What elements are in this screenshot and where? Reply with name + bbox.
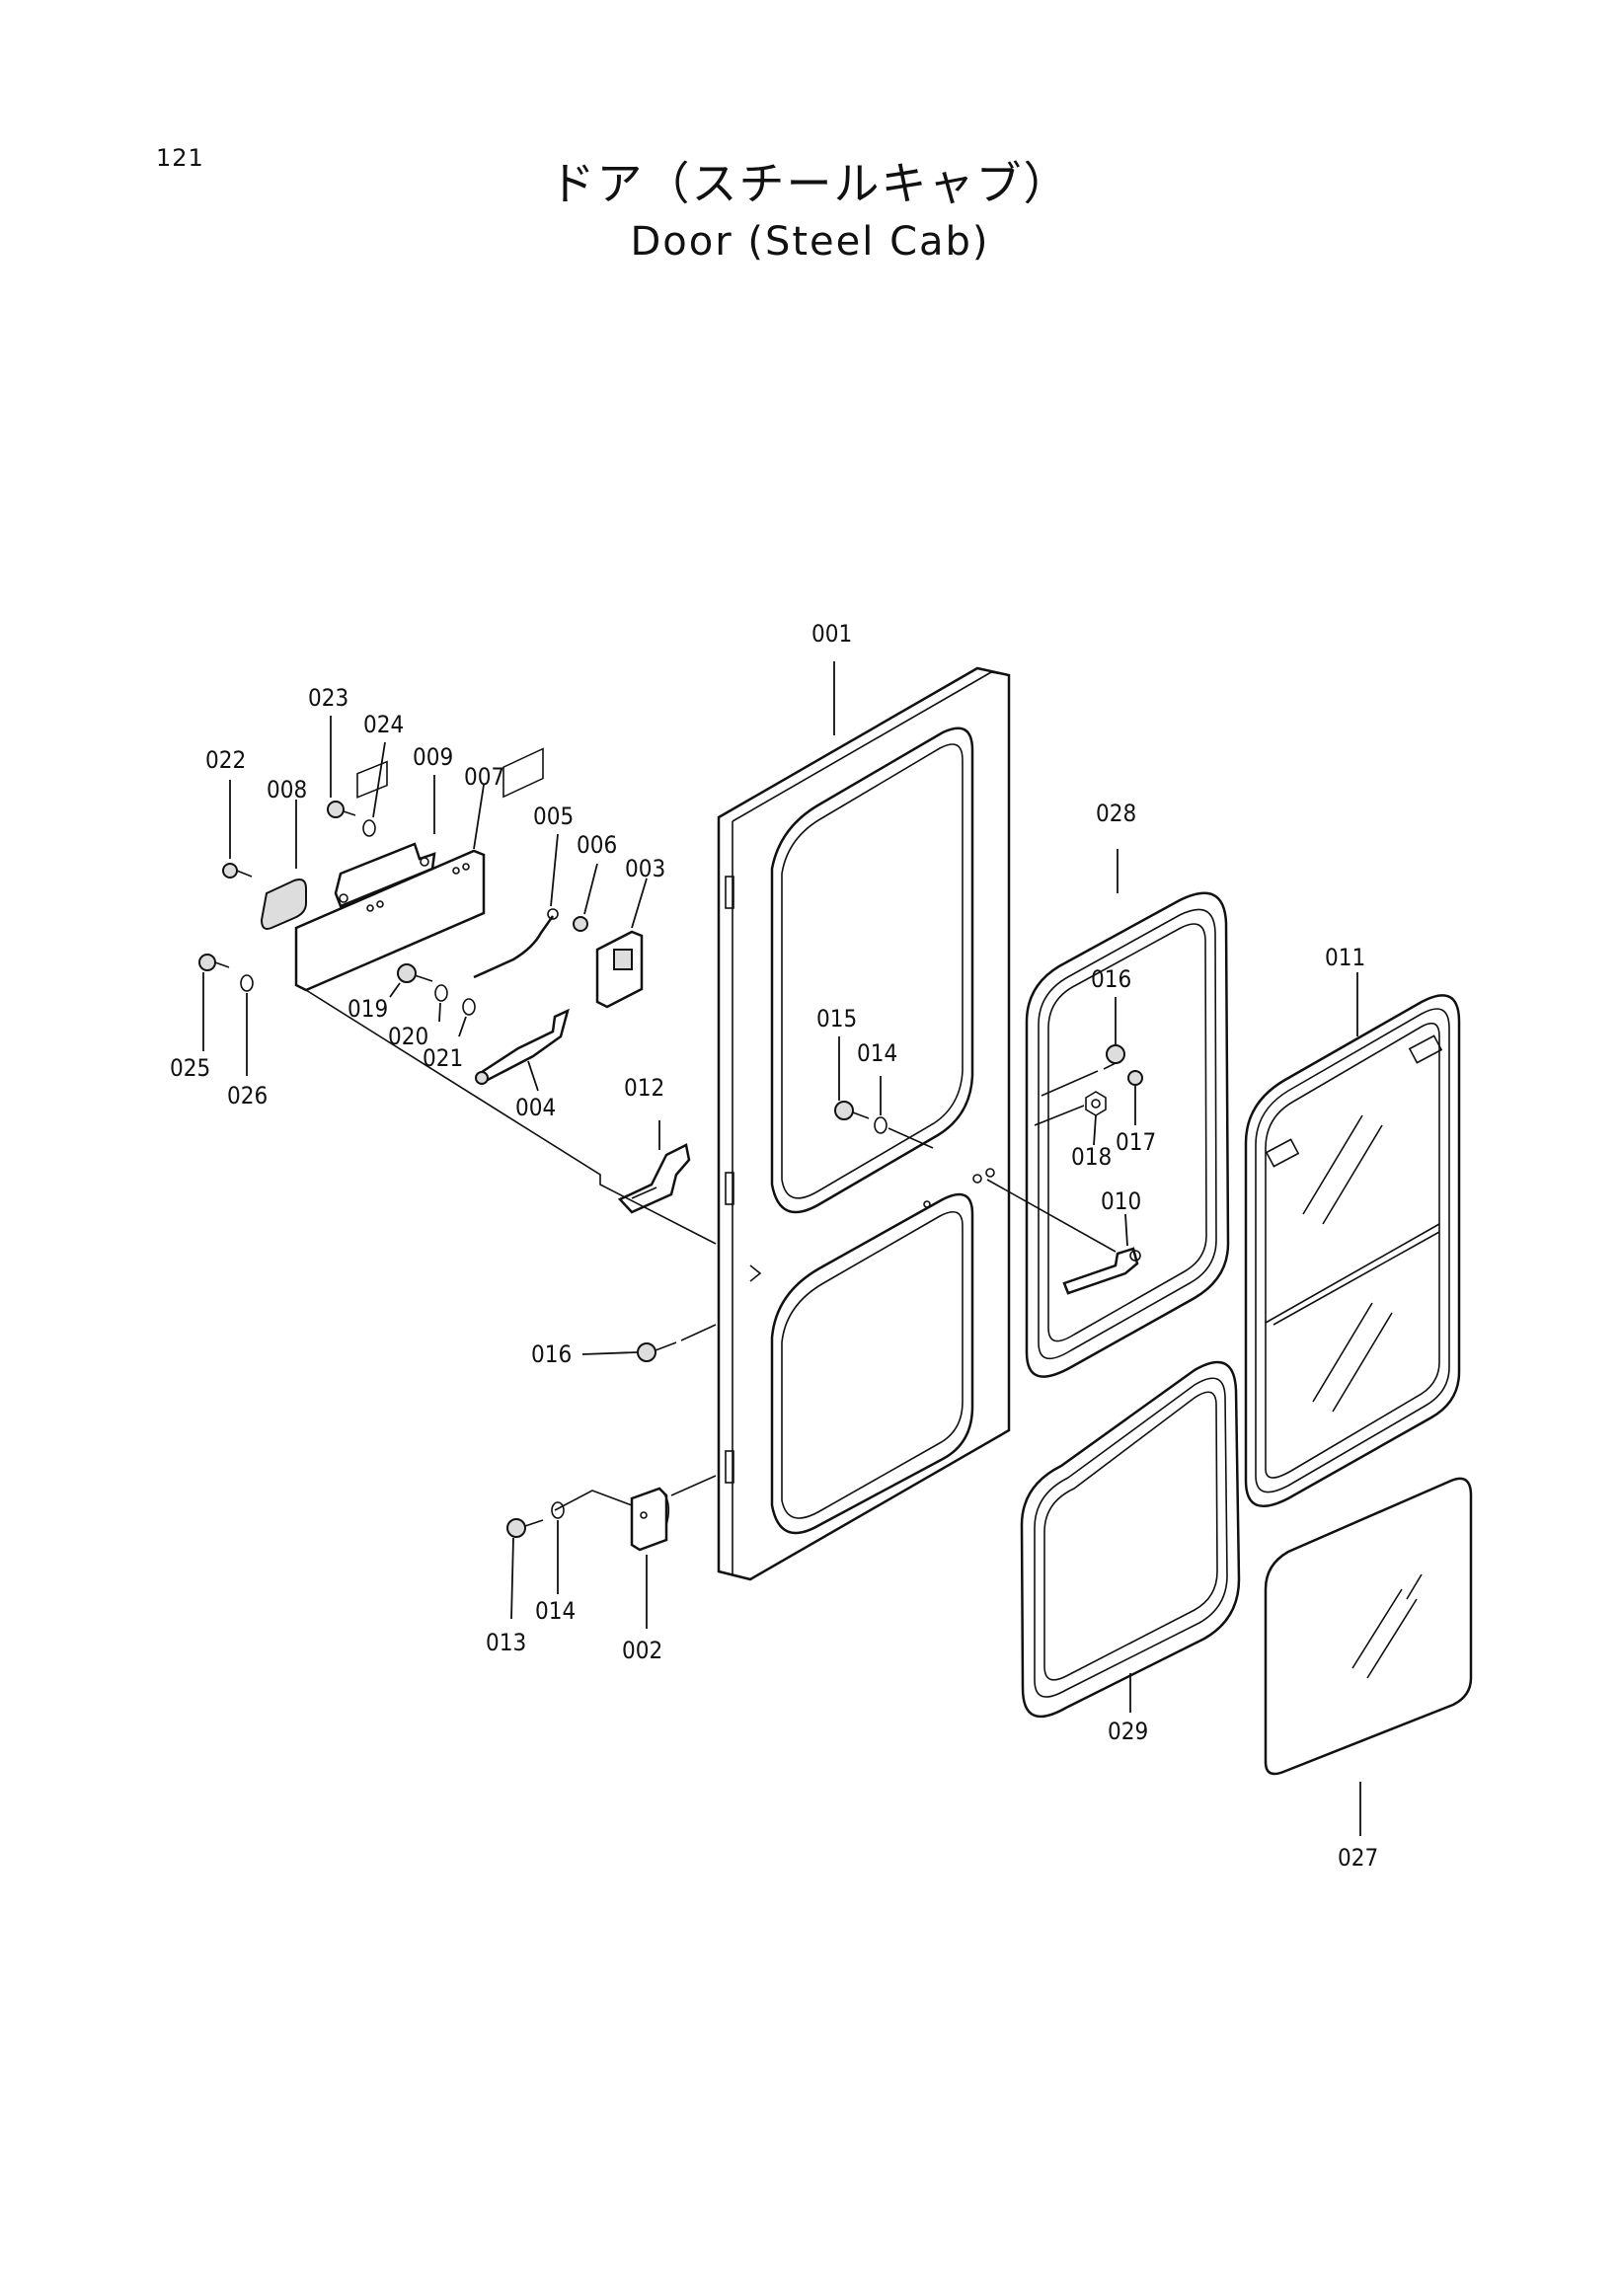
callout-020: 020 [388,1023,428,1050]
outer-handle-part [334,842,436,908]
sliding-window-part [1244,994,1461,1508]
lock-plate-part [294,760,486,992]
callout-022: 022 [205,746,246,774]
callout-014-lower: 014 [535,1597,576,1625]
callout-009: 009 [413,743,453,771]
title-english: Door (Steel Cab) [630,219,990,265]
bolt-015-part [834,1101,870,1120]
callout-007: 007 [464,763,504,791]
screw-022-part [222,863,253,879]
callout-010: 010 [1101,1187,1141,1215]
washer-021-part [462,998,476,1016]
striker-part [617,1143,691,1214]
nut-018-part [1085,1091,1107,1116]
callout-008: 008 [267,776,307,804]
callout-001: 001 [811,620,852,648]
screw-023-part [327,801,356,818]
title-japanese: ドア（スチールキャブ） [549,157,1071,210]
inner-handle-part [475,747,570,1085]
upper-window-seal-part [1025,891,1230,1378]
callout-005: 005 [533,803,574,830]
callout-023: 023 [308,684,348,712]
clip-006-part [573,916,588,932]
lock-rod-part [473,908,559,979]
washer-014-upper-part [874,1116,887,1134]
washer-020-part [434,984,448,1002]
washer-024-part [362,819,376,837]
callout-028: 028 [1096,800,1136,827]
bolt-019-part [397,963,433,983]
bolt-013-part [506,1518,544,1538]
handle-cover-part [260,879,307,930]
callout-017: 017 [1116,1128,1156,1156]
washer-026-part [240,974,254,992]
callout-016-lower: 016 [531,1340,572,1368]
callout-029: 029 [1108,1718,1148,1745]
page-number: 121 [156,144,204,172]
screw-017-part [1127,1070,1143,1086]
callout-016-upper: 016 [1091,965,1131,993]
callout-012: 012 [624,1074,664,1102]
callout-026: 026 [227,1082,268,1110]
lower-window-seal-part [1020,1360,1241,1719]
callout-024: 024 [363,711,404,738]
callout-004: 004 [515,1094,556,1121]
callout-002: 002 [622,1637,662,1664]
callout-006: 006 [577,831,617,859]
callout-018: 018 [1071,1143,1112,1171]
callout-027: 027 [1338,1844,1378,1872]
callout-021: 021 [423,1044,463,1072]
inner-door-handle-part [1062,1247,1141,1295]
callout-019: 019 [347,995,388,1023]
callout-014-upper: 014 [857,1039,897,1067]
washer-014-lower-part [551,1501,565,1519]
screw-025-part [198,954,230,971]
callout-003: 003 [625,855,665,882]
bolt-016-lower-part [637,1341,677,1362]
door-lock-part [595,930,644,1009]
glass-pane-part [1264,1477,1473,1776]
callout-011: 011 [1325,944,1365,971]
callout-025: 025 [170,1054,210,1082]
bolt-016-upper-part [1103,1044,1125,1070]
door-frame-part [717,666,1011,1581]
hinge-bracket-part [630,1487,670,1552]
callout-labels: 001 002 003 004 005 006 007 008 009 010 … [170,620,1378,1872]
callout-015: 015 [816,1005,857,1033]
callout-013: 013 [486,1629,526,1656]
